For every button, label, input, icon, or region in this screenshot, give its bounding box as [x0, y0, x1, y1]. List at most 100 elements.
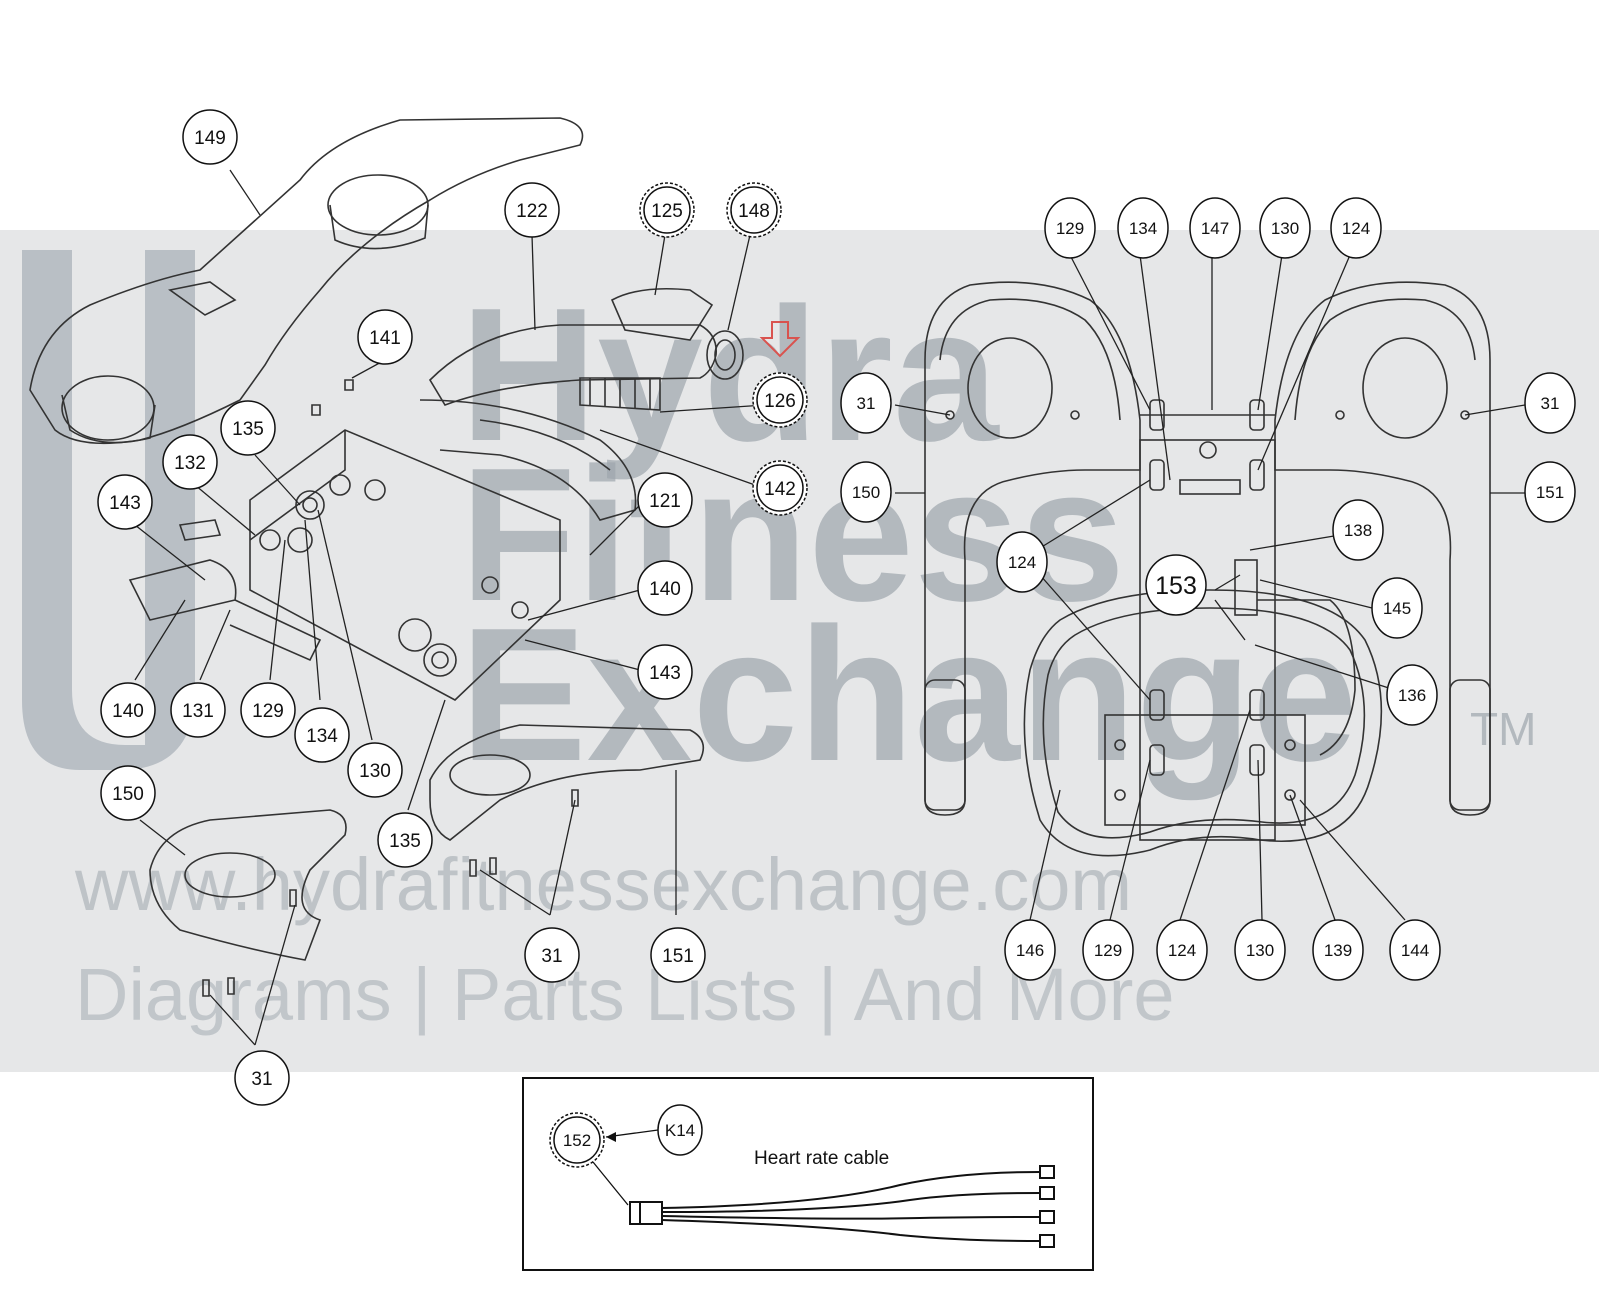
callout-149: 149	[182, 109, 238, 165]
callout-31-right-left: 31	[840, 372, 892, 434]
svg-text:139: 139	[1324, 941, 1352, 960]
svg-text:150: 150	[112, 784, 144, 805]
callout-122: 122	[504, 182, 560, 238]
callout-139: 139	[1312, 919, 1364, 981]
sensor-153	[1234, 559, 1258, 616]
callout-148: 148	[726, 182, 782, 238]
svg-text:31: 31	[541, 946, 562, 967]
svg-text:140: 140	[649, 579, 681, 600]
svg-text:141: 141	[369, 328, 401, 349]
svg-text:146: 146	[1016, 941, 1044, 960]
callout-130-top: 130	[1259, 197, 1311, 259]
callout-140-right: 140	[637, 560, 693, 616]
part-125-grip	[610, 287, 714, 341]
svg-text:144: 144	[1401, 941, 1429, 960]
svg-text:132: 132	[174, 453, 206, 474]
callout-129-top: 129	[1044, 197, 1096, 259]
watermark-tagline: Diagrams | Parts Lists | And More	[75, 953, 1175, 1036]
svg-text:151: 151	[1536, 483, 1564, 502]
callout-150-left: 150	[100, 765, 156, 821]
cable-connector	[629, 1201, 663, 1225]
svg-text:152: 152	[563, 1131, 591, 1150]
callout-146: 146	[1004, 919, 1056, 981]
part-150-arm	[149, 809, 347, 961]
callout-143-left: 143	[97, 474, 153, 530]
svg-text:147: 147	[1201, 219, 1229, 238]
callout-153: 153	[1145, 554, 1207, 616]
watermark-trademark: TM	[1470, 703, 1536, 755]
frame-right-arm	[1274, 281, 1491, 816]
callout-143-right: 143	[637, 644, 693, 700]
svg-text:149: 149	[194, 128, 226, 149]
callout-130-left: 130	[347, 742, 403, 798]
svg-text:143: 143	[649, 663, 681, 684]
svg-text:148: 148	[738, 201, 770, 222]
callout-135-lower: 135	[377, 812, 433, 868]
svg-text:150: 150	[852, 483, 880, 502]
svg-text:129: 129	[1056, 219, 1084, 238]
callout-136: 136	[1386, 664, 1438, 726]
part-122-tube	[428, 324, 717, 406]
callout-124-top: 124	[1330, 197, 1382, 259]
svg-text:129: 129	[1094, 941, 1122, 960]
svg-text:138: 138	[1344, 521, 1372, 540]
svg-text:130: 130	[1246, 941, 1274, 960]
callout-141: 141	[357, 309, 413, 365]
part-151-arm	[429, 724, 705, 841]
svg-text:121: 121	[649, 491, 681, 512]
svg-text:136: 136	[1398, 686, 1426, 705]
callout-132: 132	[162, 434, 218, 490]
callout-130-bottom: 130	[1234, 919, 1286, 981]
callout-142: 142	[752, 460, 808, 516]
svg-text:140: 140	[112, 701, 144, 722]
svg-text:129: 129	[252, 701, 284, 722]
watermark-brand-3: Exchange	[460, 589, 1358, 801]
part-149-shroud	[29, 117, 584, 445]
inset-frame	[522, 1077, 1094, 1271]
inset-caption: Heart rate cable	[754, 1148, 889, 1169]
svg-text:31: 31	[251, 1069, 272, 1090]
callout-145: 145	[1371, 577, 1423, 639]
svg-text:134: 134	[1129, 219, 1157, 238]
svg-text:31: 31	[857, 394, 876, 413]
callout-134-left: 134	[294, 707, 350, 763]
watermark-logo-mark	[22, 250, 195, 770]
svg-text:135: 135	[389, 831, 421, 852]
callout-126: 126	[752, 372, 808, 428]
part-146-outline	[1023, 589, 1383, 857]
callout-134-top: 134	[1117, 197, 1169, 259]
callouts-left: 149 122 125 148 141 126 135 132 143 142 …	[97, 109, 808, 1106]
part-cylinder	[128, 559, 237, 621]
svg-text:124: 124	[1168, 941, 1196, 960]
cable-drawing	[629, 1165, 1055, 1248]
svg-text:135: 135	[232, 419, 264, 440]
svg-text:145: 145	[1383, 599, 1411, 618]
svg-text:31: 31	[1541, 394, 1560, 413]
svg-text:124: 124	[1342, 219, 1370, 238]
callout-131: 131	[170, 682, 226, 738]
callout-31-bottom: 31	[234, 1050, 290, 1106]
callout-124-mid: 124	[996, 531, 1048, 593]
svg-text:153: 153	[1155, 572, 1197, 600]
callout-129-bottom: 129	[1082, 919, 1134, 981]
svg-text:134: 134	[306, 726, 338, 747]
svg-text:131: 131	[182, 701, 214, 722]
callout-150-right: 150	[840, 461, 892, 523]
callout-151-right: 151	[1524, 461, 1576, 523]
callouts-right: 129 134 147 130 124 31 31 150 151 138 12…	[840, 197, 1576, 981]
callout-31-mid: 31	[524, 927, 580, 983]
callout-147: 147	[1189, 197, 1241, 259]
callout-k14: K14	[657, 1104, 703, 1156]
watermark-brand: Hydra	[460, 269, 1000, 481]
right-assembled-view	[924, 281, 1491, 857]
svg-text:142: 142	[764, 479, 796, 500]
callout-152: 152	[549, 1112, 605, 1168]
part-148-ring	[706, 330, 744, 380]
highlight-arrow	[759, 321, 801, 358]
svg-text:124: 124	[1008, 553, 1036, 572]
callout-151-left: 151	[650, 927, 706, 983]
svg-text:130: 130	[1271, 219, 1299, 238]
left-exploded-view	[29, 117, 744, 997]
frame-left-arm	[924, 281, 1141, 816]
